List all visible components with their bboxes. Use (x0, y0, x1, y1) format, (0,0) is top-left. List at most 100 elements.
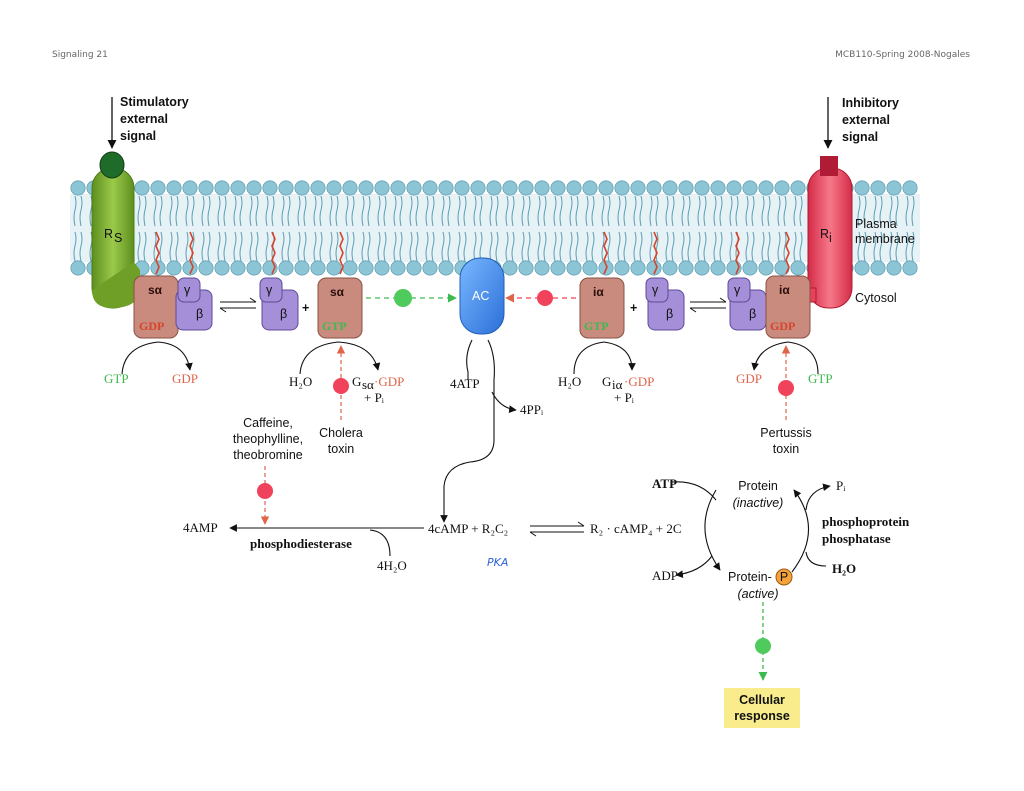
lipid-tail (745, 231, 749, 262)
lipid-tail (73, 195, 77, 227)
lipid-head (182, 180, 198, 196)
lipid-tail (287, 231, 291, 262)
lipid-tail (287, 195, 291, 227)
lipid-tail (655, 195, 659, 227)
svg-text:phosphatase: phosphatase (822, 531, 891, 546)
lipid-head (70, 180, 86, 196)
lipid-tail (911, 195, 915, 227)
lipid-tail (489, 231, 493, 262)
lipid-tail (639, 195, 643, 227)
lipid-tail (521, 195, 525, 227)
lipid-head (406, 260, 422, 276)
lipid-tail (297, 231, 301, 262)
lipid-tail (265, 195, 269, 227)
lipid-head (310, 260, 326, 276)
lipid-tail (783, 231, 787, 262)
lipid-tail (751, 231, 755, 262)
lipid-tail (153, 195, 157, 227)
lipid-head (758, 260, 774, 276)
stimulatory-signal-label: Stimulatory external signal (120, 95, 189, 143)
lipid-anchors (155, 231, 790, 275)
svg-text:R: R (104, 227, 113, 241)
svg-text:external: external (842, 113, 890, 127)
lipid-tail (799, 231, 803, 262)
lipid-tail (873, 195, 877, 227)
lipid-head (390, 260, 406, 276)
lipid-tail (591, 231, 595, 262)
lipid-head (214, 180, 230, 196)
lipid-tail (783, 195, 787, 227)
lipid-tail (383, 231, 387, 262)
gs-alpha-gtp: sα GTP (317, 277, 363, 339)
svg-text:+ Pᵢ: + Pᵢ (614, 390, 635, 405)
lipid-tail (905, 231, 909, 262)
lipid-head (710, 180, 726, 196)
lipid-head (742, 180, 758, 196)
lipid-tail (217, 231, 221, 262)
lipid-tail (857, 195, 861, 227)
lipid-head (470, 180, 486, 196)
lipid-tail (639, 231, 643, 262)
lipid-head (518, 260, 534, 276)
lipid-anchor (339, 231, 344, 275)
svg-text:4PPᵢ: 4PPᵢ (520, 402, 544, 417)
lipid-tail (703, 231, 707, 262)
svg-text:phosphoprotein: phosphoprotein (822, 514, 910, 529)
lipid-head (902, 180, 918, 196)
lipid-head (614, 260, 630, 276)
lipid-tail (623, 195, 627, 227)
lipid-tail (73, 231, 77, 262)
lipid-tail (479, 195, 483, 227)
lipid-tail (393, 231, 397, 262)
lipid-tail (857, 231, 861, 262)
lipid-anchor (785, 231, 790, 275)
inhibition-node (537, 290, 553, 306)
lipid-tail (543, 195, 547, 227)
lipid-tail (265, 231, 269, 262)
gs-betagamma: γ β (259, 277, 299, 331)
svg-text:phosphodiesterase: phosphodiesterase (250, 536, 352, 551)
lipid-tail (601, 231, 605, 262)
lipid-tail (601, 195, 605, 227)
svg-text:γ: γ (266, 283, 273, 297)
svg-text:+ Pᵢ: + Pᵢ (364, 390, 385, 405)
lipid-tail (777, 231, 781, 262)
lipid-head (598, 180, 614, 196)
lipid-head (486, 180, 502, 196)
lipid-tail (521, 231, 525, 262)
lipid-head (342, 180, 358, 196)
lipid-tail (143, 195, 147, 227)
methylxanthines-label: Caffeine, theophylline, theobromine (233, 416, 303, 462)
lipid-tail (479, 231, 483, 262)
lipid-tail (761, 231, 765, 262)
lipid-tail (511, 231, 515, 262)
lipid-head (358, 180, 374, 196)
svg-text:Caffeine,: Caffeine, (243, 416, 293, 430)
lipid-head (358, 260, 374, 276)
lipid-tail (159, 195, 163, 227)
lipid-head (582, 260, 598, 276)
lipid-head (294, 260, 310, 276)
lipid-tail (585, 231, 589, 262)
gi-alpha-gtp: iα GTP (579, 277, 625, 339)
svg-text:β: β (666, 307, 673, 321)
svg-text:GTP: GTP (322, 319, 347, 333)
lipid-head (550, 180, 566, 196)
lipid-head (246, 260, 262, 276)
svg-text:toxin: toxin (328, 442, 354, 456)
lipid-head (582, 180, 598, 196)
lipid-tail (607, 231, 611, 262)
svg-text:membrane: membrane (855, 232, 915, 246)
svg-text:theobromine: theobromine (233, 448, 303, 462)
svg-text:·GDP: ·GDP (624, 374, 654, 389)
svg-text:Stimulatory: Stimulatory (120, 95, 189, 109)
lipid-head (646, 180, 662, 196)
lipid-head (870, 180, 886, 196)
svg-text:Inhibitory: Inhibitory (842, 96, 899, 110)
lipid-heads-top (70, 180, 918, 196)
lipid-tail (543, 231, 547, 262)
lipid-tail (575, 195, 579, 227)
svg-text:theophylline,: theophylline, (233, 432, 303, 446)
lipid-head (134, 180, 150, 196)
lipid-head (230, 180, 246, 196)
